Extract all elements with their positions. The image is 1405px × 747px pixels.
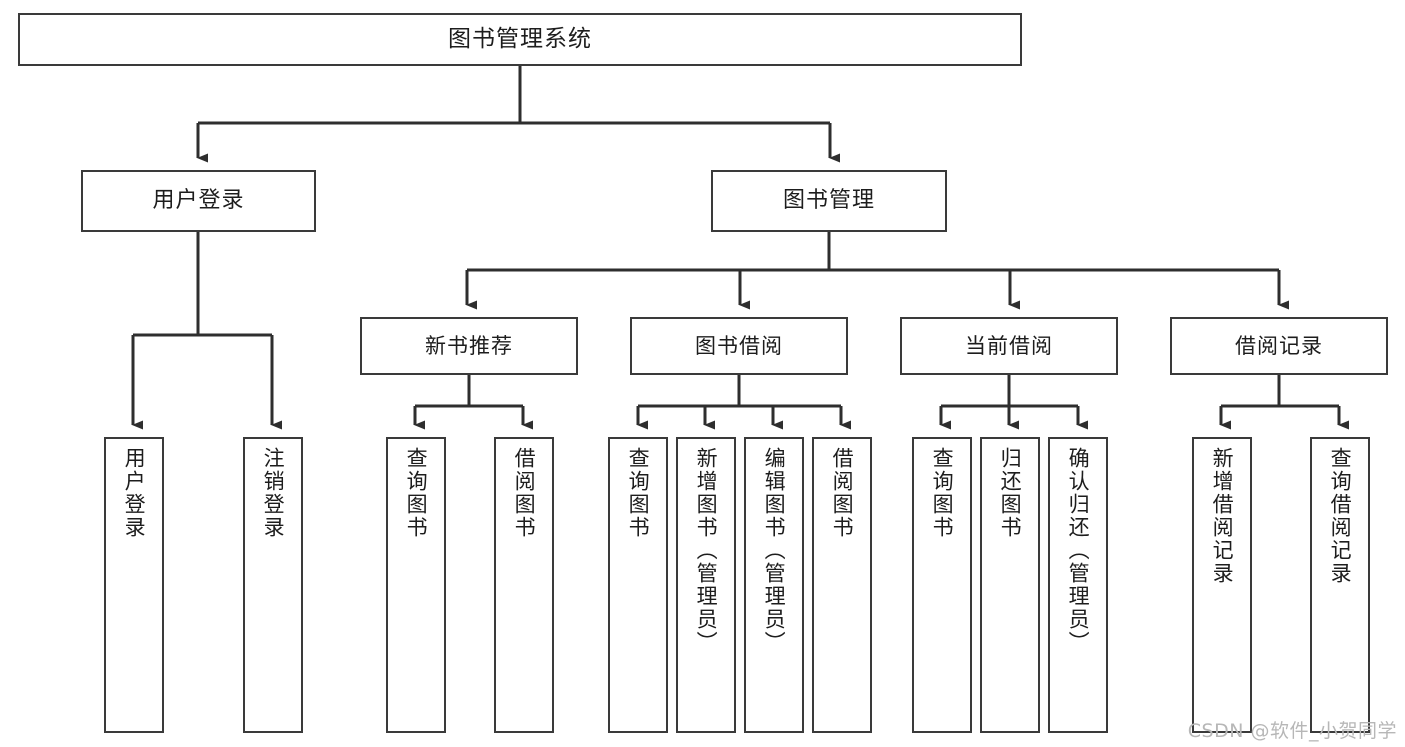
node-leaf-edit-book[interactable]: 编辑图书（管理员） <box>744 437 804 733</box>
node-label: 新增借阅记录 <box>1210 447 1235 585</box>
node-leaf-query-book-3[interactable]: 查询图书 <box>912 437 972 733</box>
node-leaf-borrow-book-2[interactable]: 借阅图书 <box>812 437 872 733</box>
node-leaf-borrow-book-1[interactable]: 借阅图书 <box>494 437 554 733</box>
node-label: 图书借阅 <box>695 333 783 358</box>
node-label: 新书推荐 <box>425 333 513 358</box>
node-user-login[interactable]: 用户登录 <box>81 170 316 232</box>
node-borrow-record[interactable]: 借阅记录 <box>1170 317 1388 375</box>
node-label: 归还图书 <box>998 447 1023 539</box>
node-leaf-query-book-2[interactable]: 查询图书 <box>608 437 668 733</box>
node-label: 图书管理系统 <box>448 26 592 53</box>
node-book-borrow[interactable]: 图书借阅 <box>630 317 848 375</box>
node-label: 用户登录 <box>122 447 147 539</box>
node-leaf-logout-login[interactable]: 注销登录 <box>243 437 303 733</box>
node-root-system[interactable]: 图书管理系统 <box>18 13 1022 66</box>
node-leaf-query-book-1[interactable]: 查询图书 <box>386 437 446 733</box>
node-leaf-add-record[interactable]: 新增借阅记录 <box>1192 437 1252 733</box>
node-leaf-return-book[interactable]: 归还图书 <box>980 437 1040 733</box>
node-label: 新增图书（管理员） <box>694 447 719 654</box>
node-leaf-user-login[interactable]: 用户登录 <box>104 437 164 733</box>
node-label: 用户登录 <box>152 188 245 214</box>
node-leaf-confirm-return[interactable]: 确认归还（管理员） <box>1048 437 1108 733</box>
node-label: 查询图书 <box>404 447 429 539</box>
node-leaf-add-book[interactable]: 新增图书（管理员） <box>676 437 736 733</box>
node-label: 借阅图书 <box>512 447 537 539</box>
node-label: 查询借阅记录 <box>1328 447 1353 585</box>
watermark-text: CSDN @软件_小贺同学 <box>1187 720 1397 742</box>
node-label: 借阅记录 <box>1235 333 1323 358</box>
node-leaf-query-record[interactable]: 查询借阅记录 <box>1310 437 1370 733</box>
node-current-borrow[interactable]: 当前借阅 <box>900 317 1118 375</box>
node-label: 查询图书 <box>930 447 955 539</box>
node-label: 图书管理 <box>782 188 875 214</box>
node-book-manage[interactable]: 图书管理 <box>711 170 947 232</box>
node-label: 确认归还（管理员） <box>1066 447 1091 654</box>
node-label: 查询图书 <box>626 447 651 539</box>
node-label: 当前借阅 <box>965 333 1053 358</box>
node-new-book-recommend[interactable]: 新书推荐 <box>360 317 578 375</box>
node-label: 编辑图书（管理员） <box>762 447 787 654</box>
node-label: 借阅图书 <box>830 447 855 539</box>
node-label: 注销登录 <box>261 447 286 539</box>
